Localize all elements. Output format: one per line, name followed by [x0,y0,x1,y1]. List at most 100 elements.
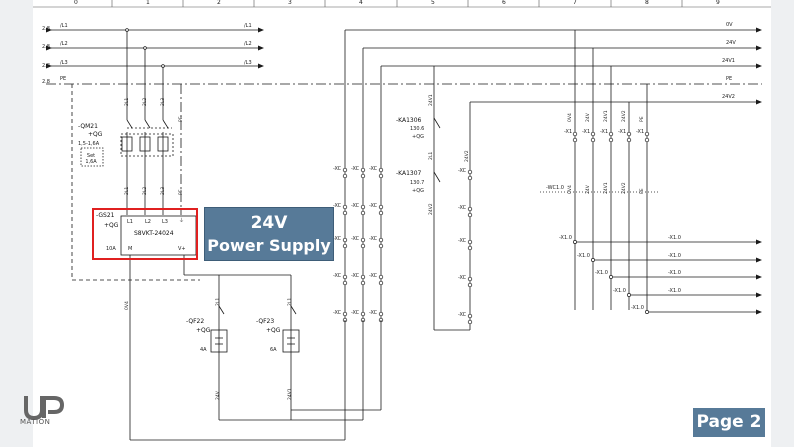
xc-terminal [360,173,366,179]
xc-terminal [378,243,384,249]
l2-label-left: /L2 [60,41,68,47]
ruler-number: 2 [217,0,221,6]
xc-terminal [342,237,348,243]
qm21-set: Set 1,6A [85,153,97,165]
wire-label: 24V2 [622,110,627,122]
wire-label: 0V4 [568,185,573,194]
x10-label: -X1.0 [595,270,608,276]
xc-terminal [360,210,366,216]
x1-terminal [590,131,596,137]
xc-terminal [378,210,384,216]
wire-label: 24V2 [465,150,470,162]
x10-label: -X1.0 [613,288,626,294]
x1-terminal [572,137,578,143]
xc-label: -XC [369,310,378,316]
xc-terminal [342,311,348,317]
ruler-number: 5 [431,0,435,6]
xc-label: -XC [333,166,342,172]
xc-terminal [342,173,348,179]
qf23-rating: 6A [270,347,277,353]
ka1307-contact [433,171,441,183]
x1-terminal [608,137,614,143]
wire-label: 2L1 [429,151,434,160]
l3-label-right: /L3 [244,60,252,66]
wire-label: PE [640,116,645,122]
ka1307-sub: +QG [412,188,424,194]
qm21-sub: +QG [88,131,103,138]
xc-terminal [342,167,348,173]
gs21-out-v: V+ [178,246,186,252]
qm21-junction [125,28,129,32]
wire-label: 24V1 [604,110,609,122]
qf22-contact [218,305,225,315]
xc-label: -XC [369,166,378,172]
x1-terminal [590,137,596,143]
ruler-number: 7 [573,0,577,6]
x10-label-right: -X1.0 [668,288,681,294]
x1-terminal [572,131,578,137]
l2-arrow-right [258,45,264,51]
xc-terminal [360,167,366,173]
xc-terminal [342,243,348,249]
rail-pe-label: PE [726,76,733,82]
upmation-logo [24,396,65,421]
xc-terminal-24v2 [467,276,473,282]
x1-terminal [644,131,650,137]
x1-label: -X1 [618,129,627,135]
wire-label: 2L3 [161,97,166,106]
x1-terminal [626,137,632,143]
x10-terminal [645,310,649,314]
xc-label: -XC [333,203,342,209]
xc-terminal-24v2 [467,169,473,175]
xc-label: -XC [333,236,342,242]
xc-terminal-24v2 [467,212,473,218]
page-badge: Page 2 [693,408,765,437]
qm21-contact [144,119,151,129]
ref-l1: 2.8 [42,26,50,32]
xc-terminal [360,311,366,317]
rail-0v-label: 0V [726,22,733,28]
ka1307-ref: 130.7 [410,180,425,186]
xc-terminal-24v2 [467,245,473,251]
xc-label: -XC [351,166,360,172]
wire-label: 0V4 [125,301,130,310]
pe-label-left: PE [60,76,67,82]
qf23-sub: +QG [266,327,281,334]
x10-label: -X1.0 [631,305,644,311]
qm21-tag: -QM21 [78,123,98,130]
x1-label: -X1 [564,129,573,135]
qf23-tag: -QF23 [256,318,275,325]
xc-label: -XC [351,273,360,279]
wire-label: PE [179,189,184,195]
ka1306-ref: 130.6 [410,126,425,132]
qf22-tag: -QF22 [186,318,205,325]
ruler-number: 6 [502,0,506,6]
gs21-rating: 10A [106,246,116,252]
wire-label: 2L1 [125,97,130,106]
x10-terminal [627,293,631,297]
xc-label: -XC [351,203,360,209]
qm21-pole [157,136,169,152]
xc-label: -XC [351,236,360,242]
wc10-label: -WC1.0 [546,185,564,191]
rail-24v1-label: 24V1 [722,58,735,64]
wire-label: PE [640,188,645,194]
ka1306-sub: +QG [412,134,424,140]
xc-terminal-24v2 [467,239,473,245]
xc-label: -XC [458,168,467,174]
l3-arrow-right [258,63,264,69]
xc-terminal [342,274,348,280]
qm21-body [120,133,174,157]
x1-terminal [608,131,614,137]
gs21-tag: -GS21 [96,212,115,219]
x1-terminal [644,137,650,143]
xc-terminal [378,167,384,173]
xc-label: -XC [458,275,467,281]
xc-terminal [378,280,384,286]
ruler-number: 1 [146,0,150,6]
wire-label: 2L2 [143,186,148,195]
x1-label: -X1 [600,129,609,135]
ref-l3: 2.8 [42,63,50,69]
qm21-junction [161,64,165,68]
